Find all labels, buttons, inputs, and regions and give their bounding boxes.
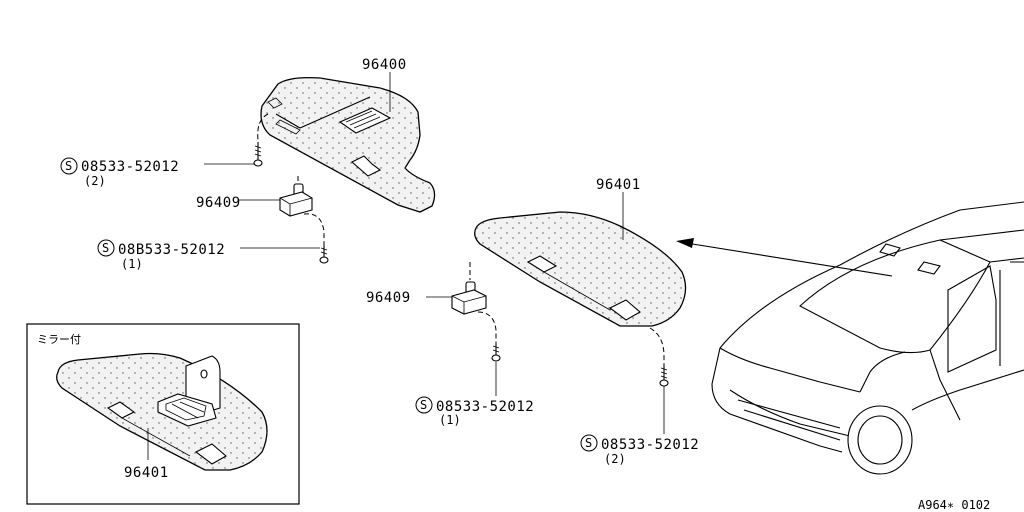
callout-screw-left: S 08B533-52012 (1) <box>97 239 225 271</box>
callout-96400: 96400 <box>362 57 407 73</box>
vehicle-illustration <box>711 201 1024 475</box>
visor-holder-96409-mid <box>451 262 501 362</box>
visor-holder-96409-top <box>279 176 329 264</box>
screw-right-qty: (2) <box>604 452 626 466</box>
sun-visor-with-mirror <box>56 352 268 471</box>
leader-lines <box>147 72 665 460</box>
screw-symbol: S <box>585 436 592 450</box>
callout-screw-top: S 08533-52012 (2) <box>60 157 179 188</box>
screw-symbol: S <box>102 241 109 255</box>
screw-symbol: S <box>65 159 72 173</box>
inset-title: ミラー付 <box>37 333 81 346</box>
screw-top-qty: (2) <box>84 174 106 188</box>
screw-right <box>649 327 669 387</box>
callout-96409-mid: 96409 <box>366 290 411 306</box>
screw-top-part-number: 08533-52012 <box>81 159 179 175</box>
screw-symbol: S <box>420 398 427 412</box>
callout-screw-mid: S 08533-52012 (1) <box>415 396 534 427</box>
callout-96409-top: 96409 <box>196 195 241 211</box>
diagram-code: A964∗ 0102 <box>918 498 990 512</box>
callout-96401-mirror: 96401 <box>124 465 169 481</box>
callout-96401-main: 96401 <box>596 177 641 193</box>
screw-top <box>253 113 269 167</box>
callout-screw-right: S 08533-52012 (2) <box>580 434 699 466</box>
location-arrow <box>676 238 893 277</box>
sun-visor-96400 <box>260 76 436 213</box>
screw-left-part-number: 08B533-52012 <box>118 242 225 258</box>
mirror-variant-inset-frame <box>26 323 300 505</box>
screw-mid-qty: (1) <box>439 413 461 427</box>
screw-mid-part-number: 08533-52012 <box>436 399 534 415</box>
screw-left-qty: (1) <box>121 257 143 271</box>
sun-visor-96401 <box>474 211 687 327</box>
screw-right-part-number: 08533-52012 <box>601 437 699 453</box>
